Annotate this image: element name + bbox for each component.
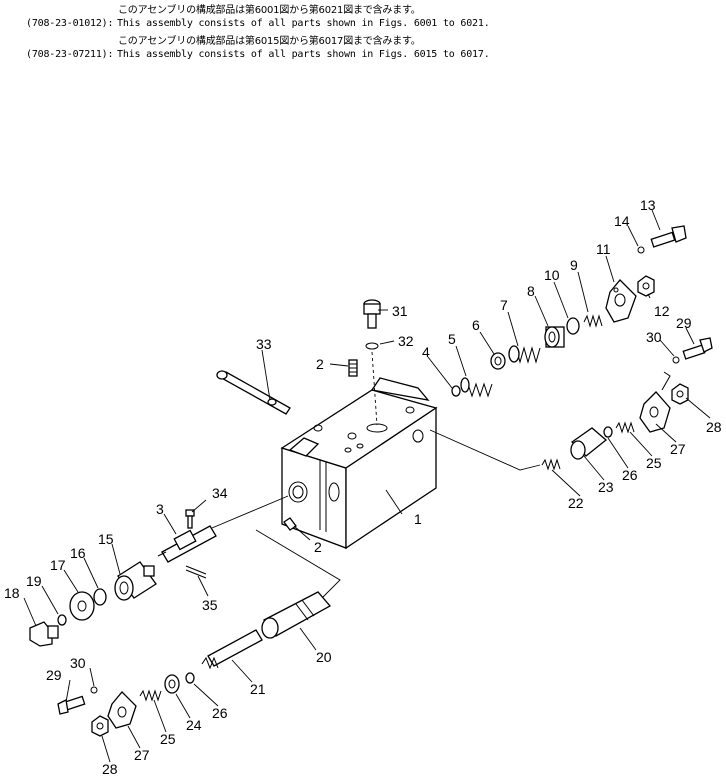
callout-26-right: 26: [622, 467, 638, 483]
callout-25-left: 25: [160, 731, 176, 747]
callout-16: 16: [70, 545, 86, 561]
bolt-29-left: [57, 695, 86, 715]
callout-3: 3: [156, 501, 164, 517]
bolt-13: [650, 225, 687, 248]
spring-22: [541, 458, 561, 471]
spool-21: [201, 629, 263, 670]
callout-numbers: 31 32 2 33 4 5 6 7 8 10 9 11 12 13 14 1 …: [4, 197, 722, 776]
callout-2-top: 2: [316, 356, 324, 372]
callout-17: 17: [50, 557, 66, 573]
spring-9: [583, 314, 603, 328]
callout-33: 33: [256, 336, 272, 352]
callout-22: 22: [568, 495, 584, 511]
callout-15: 15: [98, 531, 114, 547]
callout-27-left: 27: [134, 747, 150, 763]
callout-29-right: 29: [676, 315, 692, 331]
valve-body: [280, 377, 438, 550]
callout-5: 5: [448, 331, 456, 347]
callout-1: 1: [414, 511, 422, 527]
callout-29-left: 29: [46, 667, 62, 683]
plug-2-top: [348, 359, 358, 377]
note-2-english: This assembly consists of all parts show…: [117, 49, 490, 60]
callout-32: 32: [398, 333, 414, 349]
nut-28-left: [91, 715, 109, 737]
cap-17: [69, 591, 95, 621]
spring-25-left: [139, 689, 162, 702]
note-2-japanese: このアセンブリの構成部品は第6015図から第6017図まで含みます。: [118, 36, 421, 47]
callout-2-lower: 2: [314, 539, 322, 555]
note-2-part-code: (708-23-07211):: [26, 49, 114, 60]
callout-8: 8: [527, 283, 535, 299]
housing-15: [114, 561, 157, 601]
callout-23: 23: [598, 479, 614, 495]
washer-30-right: [672, 356, 680, 364]
callout-7: 7: [500, 297, 508, 313]
plug-31: [363, 299, 381, 329]
note-1-part-code: (708-23-01012):: [26, 18, 114, 29]
spring-7: [508, 345, 541, 364]
callout-31: 31: [392, 303, 408, 319]
piston-8: [544, 326, 565, 348]
callout-34: 34: [212, 485, 228, 501]
callout-30-right: 30: [646, 329, 662, 345]
note-1-japanese: このアセンブリの構成部品は第6001図から第6021図まで含みます。: [118, 5, 421, 16]
o-ring-19: [57, 614, 67, 626]
callout-9: 9: [570, 257, 578, 273]
note-1-english: This assembly consists of all parts show…: [117, 18, 490, 29]
bolt-29-right: [682, 337, 713, 360]
o-ring-26-right: [603, 426, 613, 438]
cover-27-left: [107, 691, 137, 729]
pin-35: [185, 565, 207, 579]
callout-6: 6: [472, 317, 480, 333]
callout-28-right: 28: [706, 419, 722, 435]
sleeve-20: [261, 591, 332, 639]
o-ring-32: [365, 342, 379, 350]
callout-20: 20: [316, 649, 332, 665]
callout-13: 13: [640, 197, 656, 213]
seat-6: [490, 352, 506, 370]
cover-11: [605, 279, 637, 323]
nut-12: [637, 275, 655, 297]
cover-27-right: [639, 371, 671, 433]
spool-3: [157, 525, 217, 563]
spring-5: [460, 377, 493, 398]
sleeve-23: [570, 427, 608, 460]
callout-18: 18: [4, 585, 20, 601]
nut-28-right: [671, 383, 689, 405]
screw-34: [185, 509, 195, 529]
callout-27-right: 27: [670, 441, 686, 457]
callout-12: 12: [654, 303, 670, 319]
callout-4: 4: [422, 344, 430, 360]
callout-30-left: 30: [70, 655, 86, 671]
callout-14: 14: [614, 213, 630, 229]
callout-25-right: 25: [646, 455, 662, 471]
bolt-18: [29, 621, 59, 647]
o-ring-26-left: [185, 672, 195, 684]
callout-21: 21: [250, 681, 266, 697]
callout-11: 11: [596, 241, 611, 257]
spring-25-right: [615, 421, 635, 434]
washer-30-left: [90, 686, 98, 694]
leader-lines: [23, 209, 711, 763]
o-ring-10: [566, 317, 580, 335]
washer-14: [637, 246, 645, 254]
plug-2-lower: [283, 517, 297, 531]
lever-33: [216, 370, 291, 415]
callout-26-left: 26: [212, 705, 228, 721]
callout-35: 35: [202, 597, 218, 613]
callout-28-left: 28: [102, 761, 118, 776]
o-ring-16: [93, 588, 107, 606]
callout-19: 19: [26, 573, 42, 589]
washer-4: [451, 385, 461, 397]
sleeve-24: [164, 674, 180, 694]
callout-10: 10: [544, 267, 560, 283]
callout-24: 24: [186, 717, 202, 733]
